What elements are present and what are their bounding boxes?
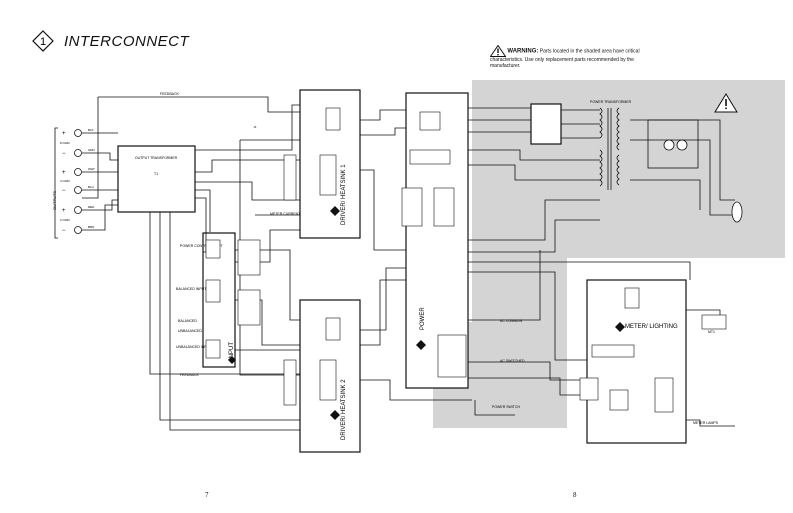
power-transformer	[599, 107, 620, 190]
wire-color-label: BLK	[88, 128, 94, 132]
warning-lead: WARNING:	[507, 48, 539, 55]
feedback-label: FEEDBACK	[160, 92, 180, 96]
input-label: INPUT	[229, 342, 235, 360]
meter-lamps-label: METER LAMPS	[693, 421, 719, 425]
unbalanced-label: UNBALANCED	[178, 329, 202, 333]
ohm-label: 4 OHM	[60, 179, 70, 183]
ac-plug	[731, 201, 743, 223]
terminal-plus: +	[62, 208, 66, 214]
t1-label: T1	[154, 172, 158, 176]
terminal-minus: −	[62, 228, 66, 234]
output-transformer	[117, 145, 196, 213]
ac-switched-label: AC SWITCHED	[500, 359, 525, 363]
jack-label: J1	[253, 125, 257, 129]
warning-icon	[714, 93, 738, 113]
wire-color-label: BRN	[88, 225, 94, 229]
feedback-label-2: FEEDBACK	[180, 373, 200, 377]
page-number-right: 8	[573, 491, 577, 499]
filter-capacitors	[647, 119, 699, 169]
terminal-plus: +	[62, 170, 66, 176]
warning-note: WARNING: Parts located in the shaded are…	[489, 44, 650, 69]
balanced-inputs-label: BALANCED INPUTS	[176, 287, 209, 291]
bridge-rectifier	[530, 103, 562, 145]
ohm-label: 8 OHM	[60, 141, 70, 145]
shaded-critical-area	[433, 80, 785, 428]
outputs-label: OUTPUTS	[52, 191, 57, 210]
section-title: INTERCONNECT	[64, 32, 190, 50]
driver-heatsink-1-label: DRIVER/ HEATSINK 1	[341, 164, 347, 225]
driver-heatsink-2-label: DRIVER/ HEATSINK 2	[341, 379, 347, 440]
section-number-badge: 1	[32, 30, 54, 52]
wire-color-label: BLU	[88, 185, 94, 189]
page-number-left: 7	[205, 491, 209, 499]
unbalanced-inputs-label: UNBALANCED INPUTS	[176, 345, 214, 349]
ohm-label: 2 OHM	[60, 218, 70, 222]
wire-color-label: RED	[88, 205, 95, 209]
power-switch-label: POWER SWITCH	[492, 405, 520, 409]
connector-blocks	[205, 107, 727, 413]
wire-color-label: GRN	[88, 148, 95, 152]
meter-lighting-label: METER/ LIGHTING	[625, 324, 678, 330]
output-terminals	[54, 127, 82, 239]
meter-current-label: METER CURRENT	[270, 212, 301, 216]
terminal-minus: −	[62, 151, 66, 157]
section-header: 1 INTERCONNECT	[32, 30, 189, 52]
balanced-label: BALANCED	[178, 319, 197, 323]
section-number: 1	[40, 36, 46, 48]
warning-text: Parts located in the shaded area have cr…	[490, 48, 640, 69]
ac-common-label: AC COMMON	[500, 319, 523, 323]
power-transformer-label: POWER TRANSFORMER	[590, 100, 632, 104]
terminal-minus: −	[62, 188, 66, 194]
wire-color-label: WHT	[88, 167, 95, 171]
output-transformer-label: OUTPUT TRANSFORMER	[135, 156, 178, 160]
ground-symbol	[228, 206, 625, 420]
mt1-label: MT1	[708, 330, 715, 334]
terminal-plus: +	[62, 131, 66, 137]
power-control-input-label: POWER CONTROL INPUT	[180, 244, 224, 248]
power-label: POWER	[420, 307, 426, 330]
